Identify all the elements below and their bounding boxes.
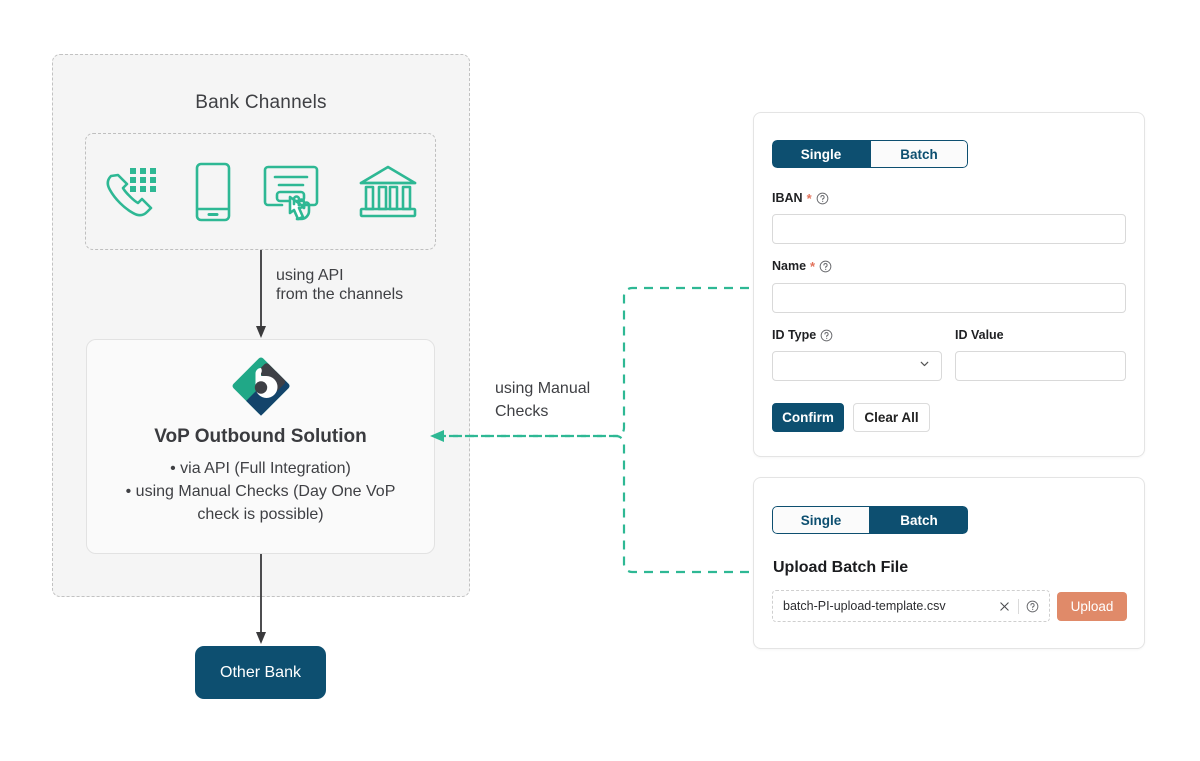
vop-bullet-1: • using Manual Checks (Day One VoP check… [125,483,396,523]
iban-label-text: IBAN [772,191,803,205]
file-actions-divider [1018,598,1019,614]
manual-checks-connector [430,286,765,574]
bank-channels-title: Bank Channels [195,92,327,113]
other-bank-label: Other Bank [220,663,301,681]
other-bank-box: Other Bank [195,646,326,699]
channel-icons-box [85,133,436,250]
api-arrow-label: using API from the channels [276,267,404,303]
batch-panel-tabs: Single Batch [772,506,968,534]
phone-keypad-icon [102,164,162,220]
close-x-icon[interactable] [998,600,1011,613]
help-circle-icon[interactable] [819,260,832,273]
bank-building-icon [357,163,419,221]
chevron-down-icon [918,357,931,375]
file-dropzone[interactable]: batch-PI-upload-template.csv [772,590,1050,622]
confirm-button[interactable]: Confirm [772,403,844,432]
id-type-select[interactable] [772,351,942,381]
online-form-click-icon [263,161,325,223]
beechange-diamond-logo [87,356,434,416]
tab-batch-active[interactable]: Batch [870,506,968,534]
id-value-label-text: ID Value [955,328,1004,342]
iban-input[interactable] [772,214,1126,244]
manual-checks-label: using Manual Checks [495,380,591,420]
api-arrow [256,250,266,338]
name-label: Name * [772,259,832,273]
id-value-label: ID Value [955,328,1004,342]
mobile-phone-icon [194,161,232,223]
other-bank-arrow [256,554,266,644]
uploaded-file-name: batch-PI-upload-template.csv [783,599,946,613]
iban-required-star: * [806,190,812,206]
help-circle-icon[interactable] [820,329,833,342]
tab-single-active[interactable]: Single [772,140,870,168]
clear-all-button[interactable]: Clear All [853,403,930,432]
name-input[interactable] [772,283,1126,313]
help-circle-icon[interactable] [1026,600,1039,613]
upload-batch-file-heading: Upload Batch File [773,559,909,576]
iban-label: IBAN * [772,191,829,205]
name-required-star: * [810,258,816,274]
vop-solution-card: VoP Outbound Solution • via API (Full In… [86,339,435,554]
tab-batch-inactive[interactable]: Batch [870,140,968,168]
vop-bullet-0: • via API (Full Integration) [170,460,351,477]
single-panel-tabs: Single Batch [772,140,968,168]
help-circle-icon[interactable] [816,192,829,205]
id-value-input[interactable] [955,351,1126,381]
name-label-text: Name [772,259,807,273]
id-type-label: ID Type [772,328,833,342]
id-type-label-text: ID Type [772,328,817,342]
vop-card-title: VoP Outbound Solution [154,426,367,447]
upload-button[interactable]: Upload [1057,592,1127,621]
vop-card-bullets: • via API (Full Integration) • using Man… [109,457,412,526]
tab-single-inactive[interactable]: Single [772,506,870,534]
